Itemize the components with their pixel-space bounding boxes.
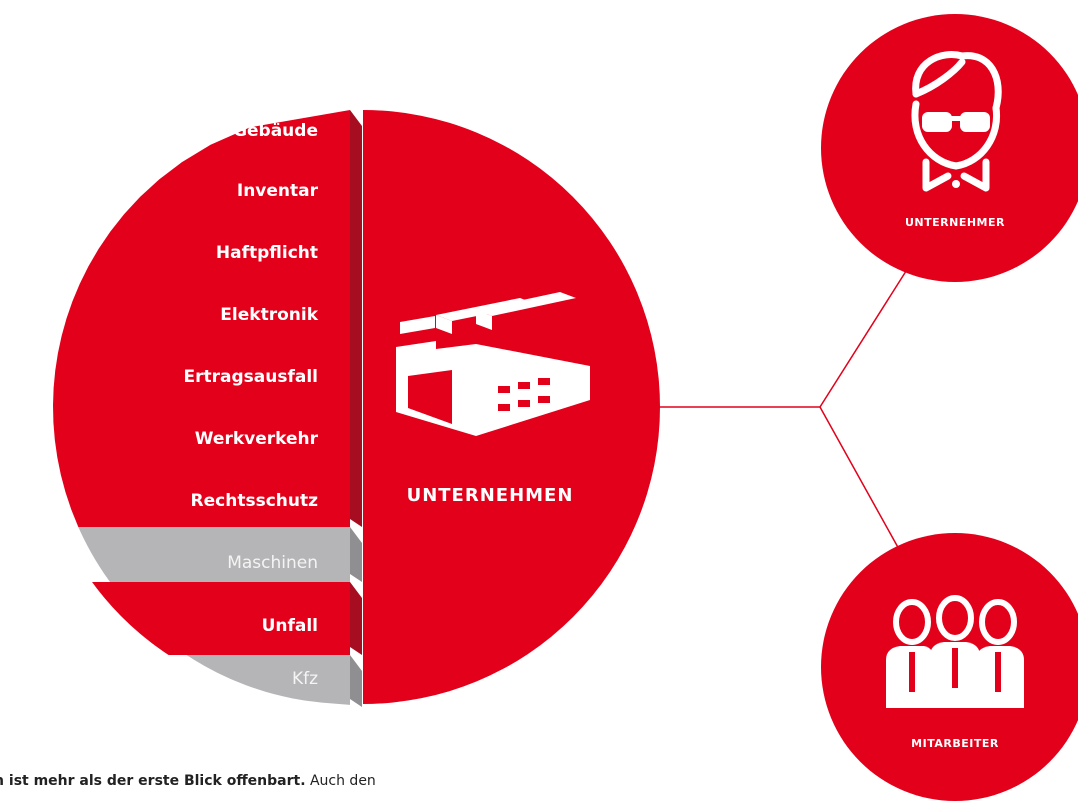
segment-label-9: Kfz [292, 669, 318, 689]
entrepreneur-circle [821, 14, 1078, 282]
segment-kfz-side [350, 655, 362, 707]
segment-label-8: Unfall [262, 616, 318, 636]
caption-text: hmen ist mehr als der erste Blick offenb… [0, 773, 376, 789]
segment-label-6: Rechtsschutz [191, 491, 319, 511]
segment-label-2: Haftpflicht [216, 243, 318, 263]
segment-block-main [53, 110, 350, 527]
caption-bold: hmen ist mehr als der erste Blick offenb… [0, 773, 306, 789]
coverage-segments: GebäudeInventarHaftpflichtElektronikErtr… [53, 110, 362, 707]
employees-badge: MITARBEITER [821, 533, 1078, 801]
employees-label: MITARBEITER [911, 737, 999, 750]
segment-unfall [92, 582, 351, 655]
connector-employees [819, 406, 906, 561]
employees-bodies [886, 642, 1024, 708]
entrepreneur-label: UNTERNEHMER [905, 216, 1005, 229]
segment-label-4: Ertragsausfall [184, 367, 318, 387]
entrepreneur-icon [911, 51, 1002, 192]
segment-label-1: Inventar [237, 181, 319, 201]
segment-block-main-side [350, 110, 362, 527]
segment-label-7: Maschinen [227, 553, 318, 573]
segment-label-3: Elektronik [220, 305, 318, 325]
segment-maschinen [78, 527, 350, 582]
connector-lines [640, 267, 909, 561]
glasses-icon [922, 112, 990, 188]
segment-label-0: Gebäude [233, 121, 318, 141]
segment-maschinen-side [350, 527, 362, 582]
center-label: UNTERNEHMEN [407, 485, 574, 506]
entrepreneur-badge: UNTERNEHMER [821, 14, 1078, 282]
connector-entrepreneur [819, 267, 909, 408]
segment-kfz [186, 655, 350, 707]
segment-label-5: Werkverkehr [195, 429, 319, 449]
factory-icon [396, 292, 590, 436]
segment-unfall-side [350, 582, 362, 655]
employees-icon [893, 595, 1017, 645]
caption-rest: Auch den [305, 773, 376, 789]
